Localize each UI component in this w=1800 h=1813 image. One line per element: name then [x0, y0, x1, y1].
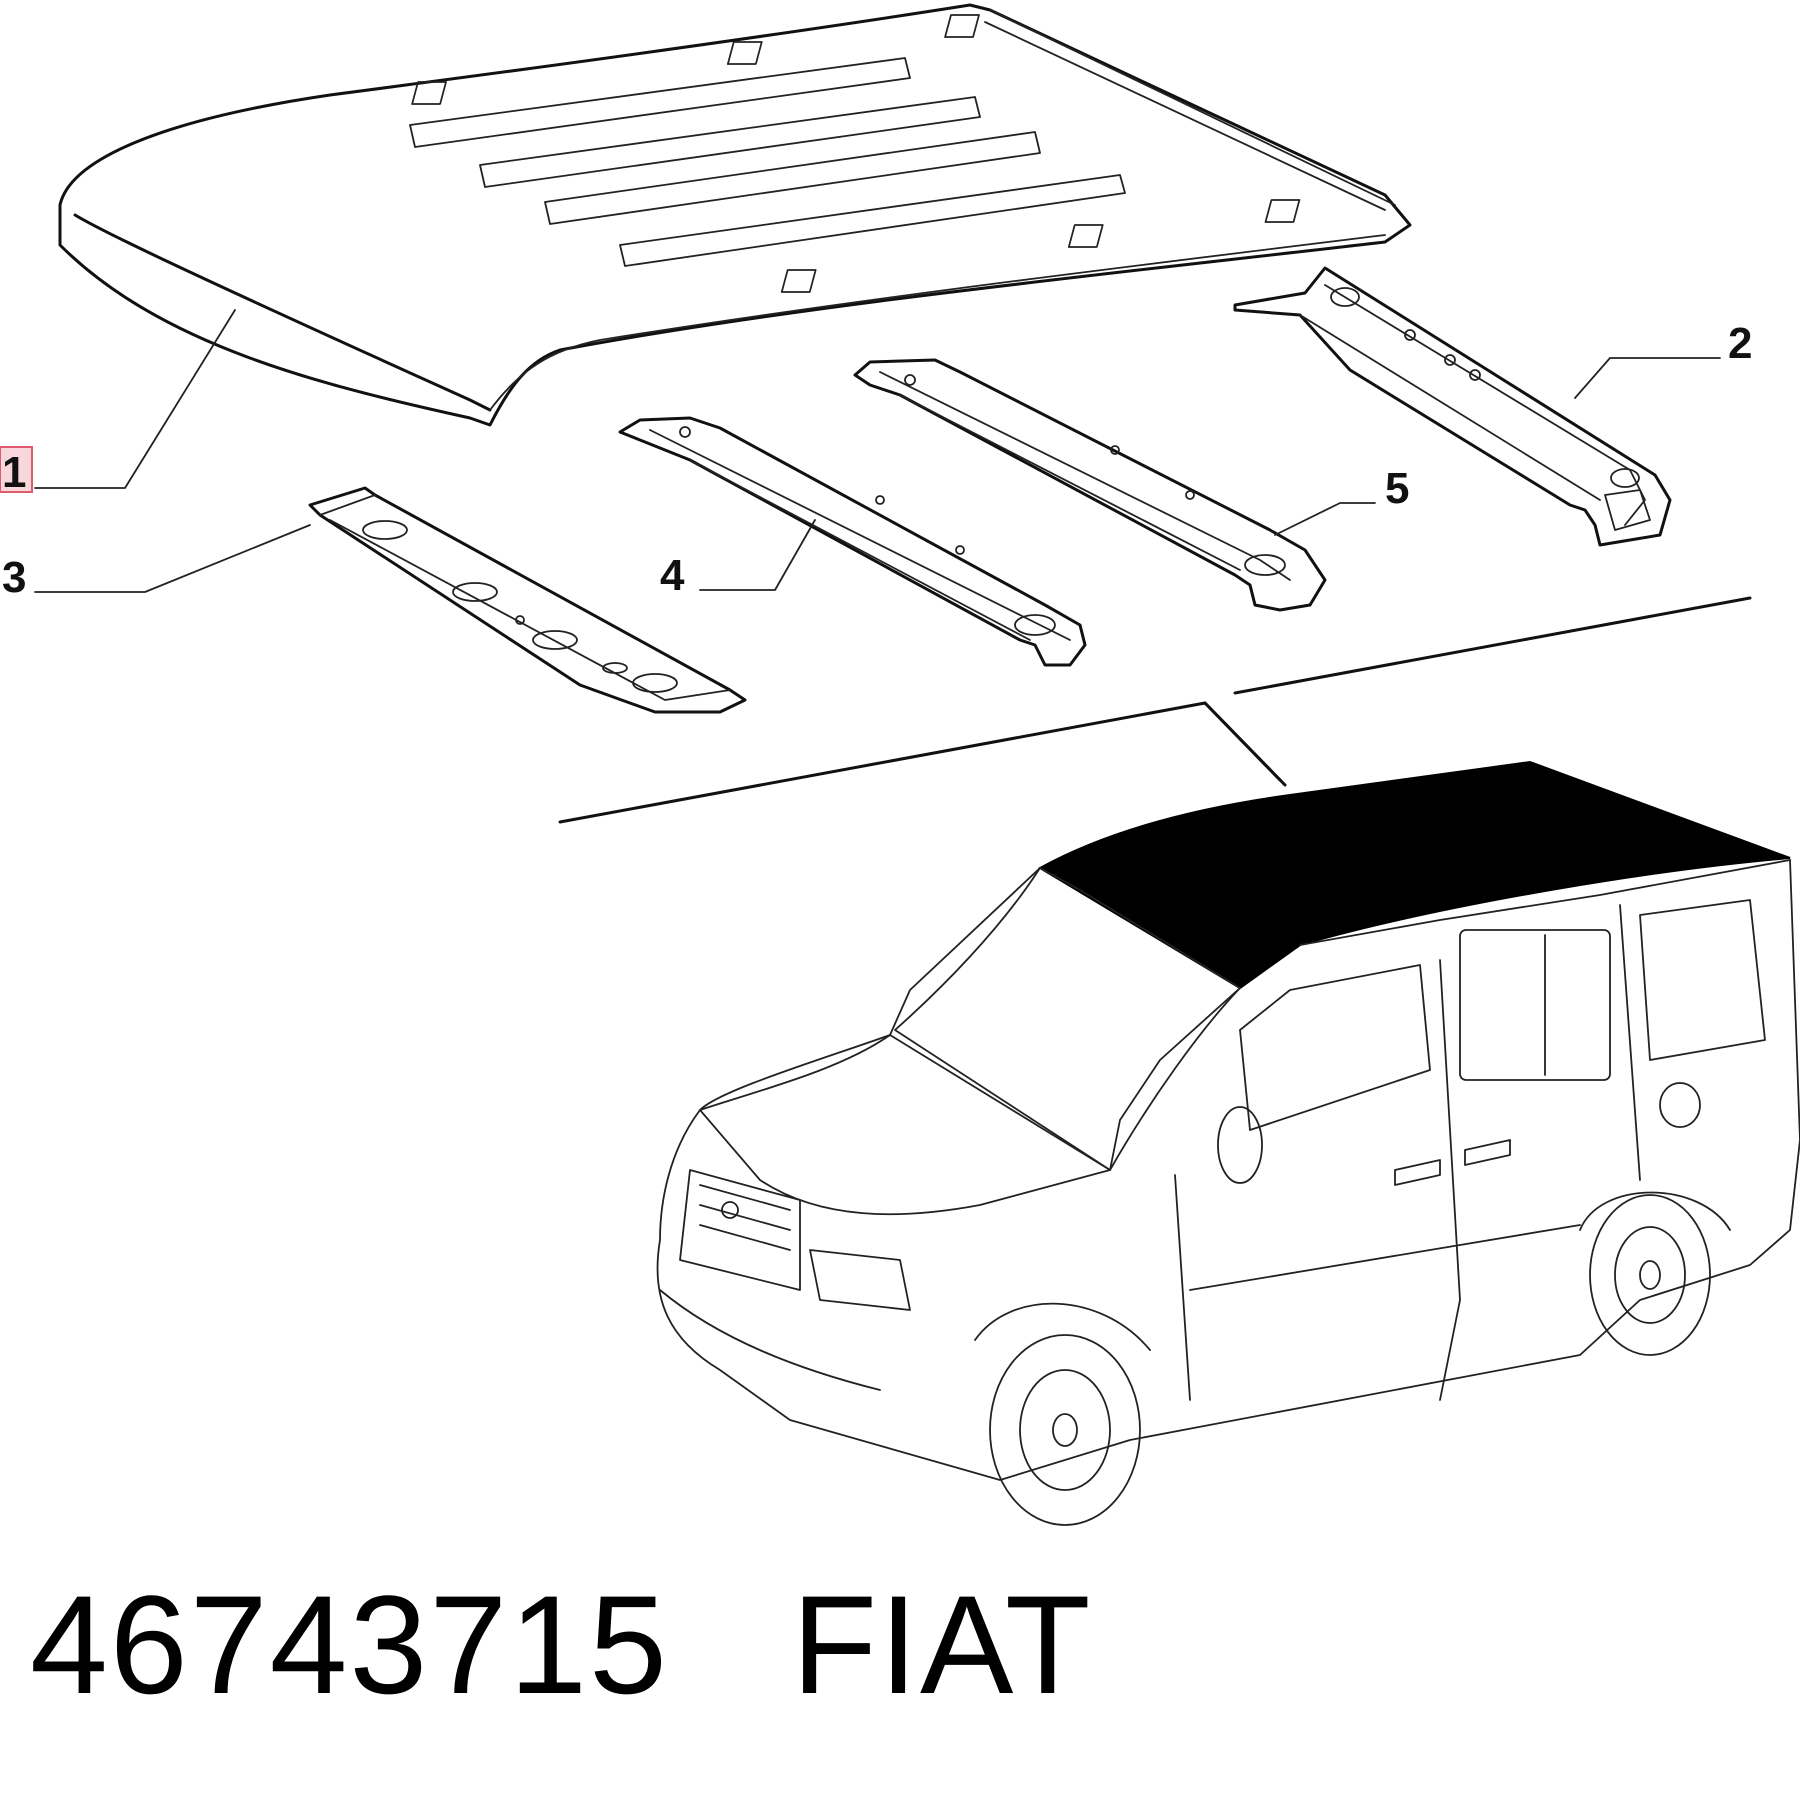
part-caption: 46743715 FIAT — [30, 1575, 1093, 1715]
roof-bow-part-4 — [618, 416, 1087, 667]
callout-number-1: 1 — [2, 448, 26, 497]
front-wheel — [989, 1334, 1141, 1526]
part-number: 46743715 — [30, 1566, 669, 1723]
leader-lines — [34, 309, 1721, 593]
rear-wheel — [1589, 1194, 1711, 1356]
leader-line-3 — [34, 524, 311, 593]
highlighted-roof — [1037, 760, 1791, 990]
callout-number-5: 5 — [1385, 464, 1409, 513]
leader-line-4 — [699, 519, 816, 591]
vehicle-illustration — [656, 760, 1800, 1526]
callout-number-3: 3 — [2, 553, 26, 602]
front-cross-member-part — [1233, 266, 1672, 547]
caption-gap — [669, 1566, 792, 1723]
leader-line-2 — [1574, 357, 1721, 399]
roof-panel-part — [58, 3, 1412, 427]
brand-name: FIAT — [791, 1566, 1093, 1723]
roof-bow-part-5 — [853, 358, 1327, 612]
callout-number-2: 2 — [1728, 319, 1752, 368]
rear-cross-member-part — [308, 486, 747, 714]
leader-line-1 — [34, 309, 236, 489]
view-pointer-lines — [558, 596, 1752, 824]
callout-1: 1 — [0, 446, 33, 497]
leader-line-5 — [1274, 502, 1376, 536]
callout-highlight — [0, 446, 33, 493]
callout-number-4: 4 — [660, 551, 685, 600]
